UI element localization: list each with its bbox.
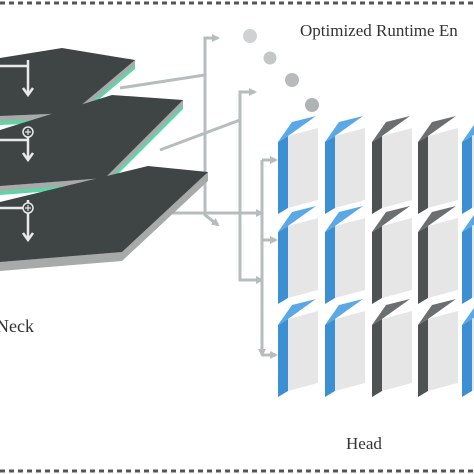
block-side: [278, 319, 288, 397]
block-side: [278, 226, 288, 304]
block-top: [325, 116, 363, 142]
block-front: [428, 128, 458, 208]
block-front: [382, 218, 412, 298]
connector-arrows: [119, 34, 278, 359]
block-front: [382, 128, 412, 208]
head-block-r1-c1: [278, 116, 318, 214]
block-side: [325, 226, 335, 304]
block-top: [325, 299, 363, 325]
head-grid: [278, 116, 474, 397]
head-block-r3-c4: [418, 299, 458, 397]
head-block-r2-c1: [278, 206, 318, 304]
runtime-engine-title: Optimized Runtime En: [300, 21, 458, 40]
block-side: [372, 226, 382, 304]
neck-layer-2: [0, 95, 183, 186]
dot-2: [263, 51, 277, 65]
block-front: [335, 218, 365, 298]
block-top: [462, 214, 474, 232]
neck-label: Neck: [0, 316, 34, 336]
head-block-r3-c5: [462, 307, 474, 397]
block-top: [418, 206, 456, 232]
block-side: [418, 319, 428, 397]
neck-arrowhead-3: [21, 232, 35, 243]
block-side: [418, 136, 428, 214]
block-side: [462, 136, 472, 214]
head-block-r2-c3: [372, 206, 412, 304]
block-top: [325, 206, 363, 232]
block-front: [288, 311, 318, 391]
head-block-r1-c2: [325, 116, 365, 214]
head-block-r1-c4: [418, 116, 458, 214]
arrow-branch-1: [119, 34, 220, 90]
head-block-r2-c2: [325, 206, 365, 304]
block-side: [462, 226, 472, 304]
block-side: [325, 319, 335, 397]
plus-sign-2: [25, 205, 31, 211]
block-top: [462, 307, 474, 325]
block-front: [288, 218, 318, 298]
block-side: [325, 136, 335, 214]
progress-dots: [243, 29, 319, 112]
arrow-branch-1-down: [203, 75, 220, 227]
dot-3: [285, 73, 299, 87]
block-side: [372, 319, 382, 397]
head-block-r1-c3: [372, 116, 412, 214]
block-front: [382, 311, 412, 391]
block-side: [462, 319, 472, 397]
head-block-r3-c2: [325, 299, 365, 397]
plus-sign-1: [25, 129, 31, 135]
block-top: [372, 206, 410, 232]
block-side: [418, 226, 428, 304]
head-block-r3-c1: [278, 299, 318, 397]
block-top: [372, 299, 410, 325]
head-block-r2-c4: [418, 206, 458, 304]
neck-layer-3: [0, 166, 208, 262]
block-top: [418, 299, 456, 325]
block-front: [335, 311, 365, 391]
neck-arrowhead-2: [21, 152, 35, 163]
block-top: [278, 206, 316, 232]
neck-arrowhead-1: [21, 87, 35, 98]
block-top: [462, 124, 474, 142]
dot-4: [305, 98, 319, 112]
neck-layer-1: [0, 48, 135, 116]
block-side: [372, 136, 382, 214]
block-top: [278, 116, 316, 142]
block-top: [278, 299, 316, 325]
neck-stack: [0, 48, 208, 271]
block-front: [428, 311, 458, 391]
block-front: [335, 128, 365, 208]
block-side: [278, 136, 288, 214]
head-block-r2-c5: [462, 214, 474, 304]
head-label: Head: [346, 434, 382, 453]
block-top: [372, 116, 410, 142]
head-block-r1-c5: [462, 124, 474, 214]
arrow-branch-2-down: [238, 120, 264, 284]
head-block-r3-c3: [372, 299, 412, 397]
dot-1: [243, 29, 257, 43]
block-front: [428, 218, 458, 298]
block-front: [288, 128, 318, 208]
arrow-branch-2: [159, 88, 257, 152]
block-top: [418, 116, 456, 142]
